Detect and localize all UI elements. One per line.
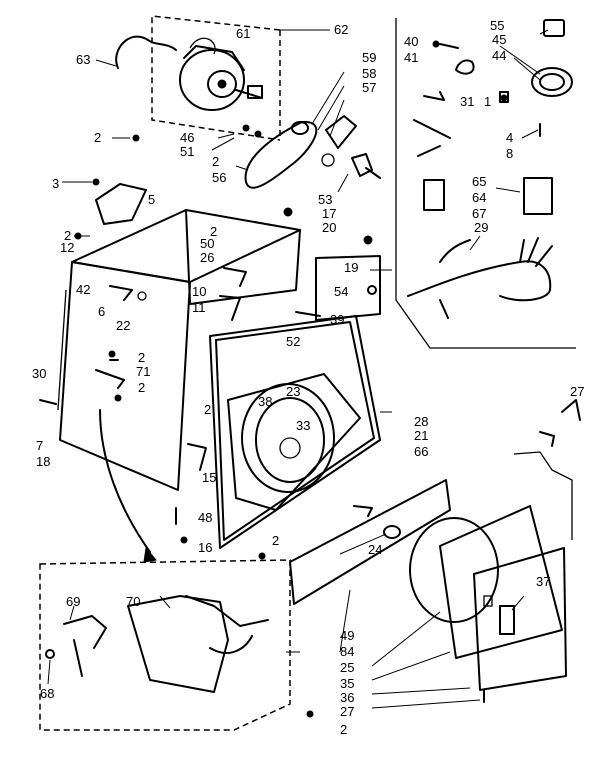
- callout-58: 58: [362, 66, 376, 81]
- callout-21: 21: [414, 428, 428, 443]
- callout-38: 38: [258, 394, 272, 409]
- callout-49: 49: [340, 628, 354, 643]
- callout-18: 18: [36, 454, 50, 469]
- front-panel: [175, 255, 381, 549]
- callout-33: 33: [296, 418, 310, 433]
- callout-64: 64: [472, 190, 486, 205]
- callout-39: 39: [330, 312, 344, 327]
- callout-68: 68: [40, 686, 54, 701]
- callout-53: 53: [318, 192, 332, 207]
- callout-57: 57: [362, 80, 376, 95]
- callout-22: 22: [116, 318, 130, 333]
- callout-61: 61: [236, 26, 250, 41]
- callout-2: 2: [94, 130, 101, 145]
- cabinet: [39, 183, 301, 491]
- callout-48: 48: [198, 510, 212, 525]
- callout-10: 10: [192, 284, 206, 299]
- callout-2-9: 2: [340, 722, 347, 737]
- callout-4: 4: [506, 130, 513, 145]
- callout-3: 3: [52, 176, 59, 191]
- callout-19: 19: [344, 260, 358, 275]
- callout-66: 66: [414, 444, 428, 459]
- callout-2-8: 2: [272, 533, 279, 548]
- callout-35: 35: [340, 676, 354, 691]
- callout-45: 45: [492, 32, 506, 47]
- callout-8: 8: [506, 146, 513, 161]
- callout-54: 54: [334, 284, 348, 299]
- timer-inset: [39, 409, 291, 731]
- callout-26: 26: [200, 250, 214, 265]
- callout-51: 51: [180, 144, 194, 159]
- callout-65: 65: [472, 174, 486, 189]
- callout-12: 12: [60, 240, 74, 255]
- callout-44: 44: [492, 48, 506, 63]
- callout-7: 7: [36, 438, 43, 453]
- callout-2-7: 2: [204, 402, 211, 417]
- callout-40: 40: [404, 34, 418, 49]
- callout-31: 31: [460, 94, 474, 109]
- callout-27: 27: [570, 384, 584, 399]
- callout-20: 20: [322, 220, 336, 235]
- callout-17: 17: [322, 206, 336, 221]
- callout-2-3: 2: [64, 228, 71, 243]
- motor-assembly: [115, 15, 330, 141]
- callout-25: 25: [340, 660, 354, 675]
- callout-41: 41: [404, 50, 418, 65]
- callout-59: 59: [362, 50, 376, 65]
- electrical-kit: [395, 18, 576, 349]
- callout-37: 37: [536, 574, 550, 589]
- callout-2-6: 2: [138, 380, 145, 395]
- callout-16: 16: [198, 540, 212, 555]
- callout-84: 84: [340, 644, 354, 659]
- callout-6: 6: [98, 304, 105, 319]
- callout-55: 55: [490, 18, 504, 33]
- callout-28: 28: [414, 414, 428, 429]
- callout-11: 11: [192, 300, 206, 315]
- callout-24: 24: [368, 542, 382, 557]
- callout-42: 42: [76, 282, 90, 297]
- callout-36: 36: [340, 690, 354, 705]
- callout-5: 5: [148, 192, 155, 207]
- callout-15: 15: [202, 470, 216, 485]
- door-and-toe-panel: [289, 399, 581, 703]
- callout-30: 30: [32, 366, 46, 381]
- callout-2-2: 2: [212, 154, 219, 169]
- callout-62: 62: [334, 22, 348, 37]
- callout-63: 63: [76, 52, 90, 67]
- callout-23: 23: [286, 384, 300, 399]
- callout-56: 56: [212, 170, 226, 185]
- drive-belt: [244, 120, 318, 189]
- callout-46: 46: [180, 130, 194, 145]
- callout-52: 52: [286, 334, 300, 349]
- callout-2-4: 2: [210, 224, 217, 239]
- callout-70: 70: [126, 594, 140, 609]
- callout-71: 71: [136, 364, 150, 379]
- callout-50: 50: [200, 236, 214, 251]
- callout-1: 1: [484, 94, 491, 109]
- fasteners: [74, 40, 508, 718]
- idler-assembly: [321, 115, 381, 179]
- leader-lines: [47, 29, 549, 709]
- callout-29: 29: [474, 220, 488, 235]
- callout-2-5: 2: [138, 350, 145, 365]
- callout-69: 69: [66, 594, 80, 609]
- callout-27-2: 27: [340, 704, 354, 719]
- callout-67: 67: [472, 206, 486, 221]
